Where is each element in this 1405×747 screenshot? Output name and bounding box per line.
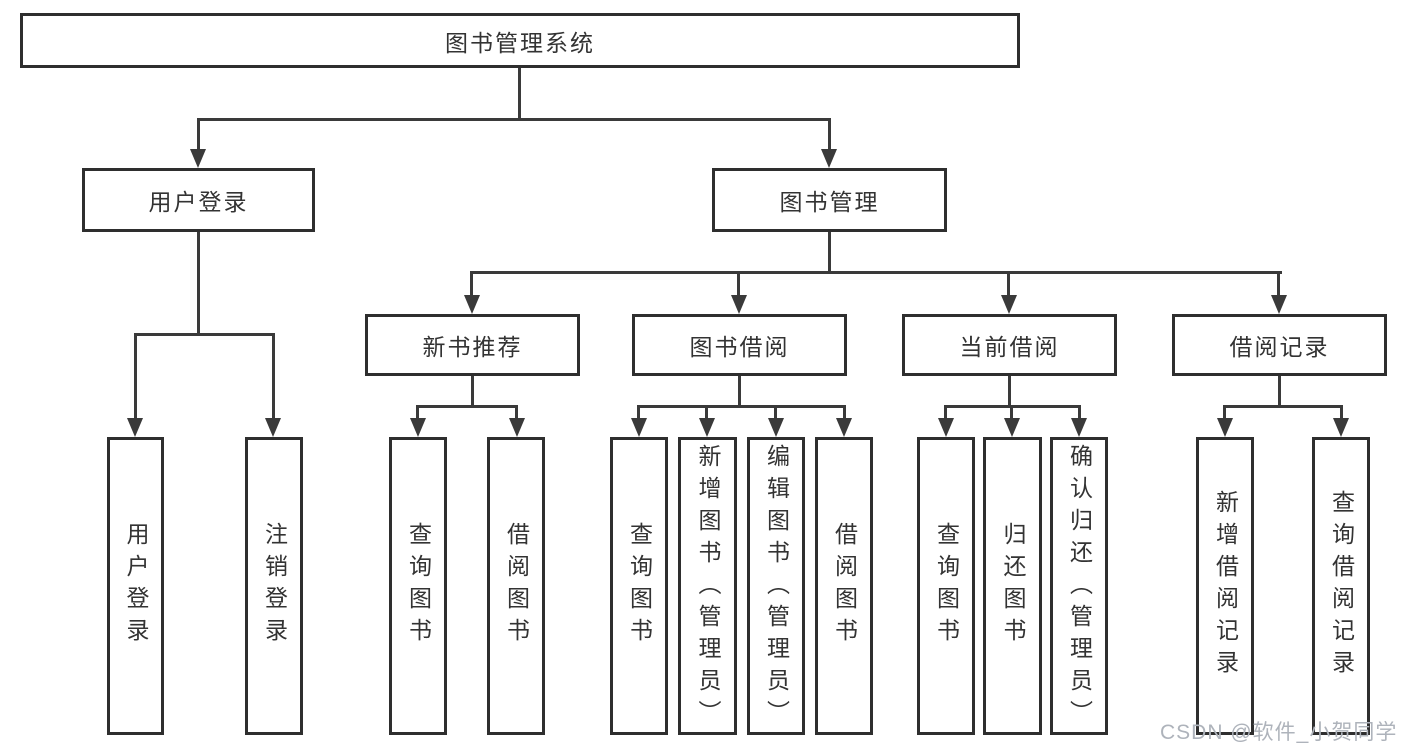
connector: [471, 376, 474, 408]
connector: [1277, 271, 1280, 297]
connector: [828, 118, 831, 152]
connector: [272, 333, 275, 419]
connector: [1078, 405, 1081, 421]
arrow-down: [836, 418, 852, 437]
node-current-borrow: 当前借阅: [902, 314, 1117, 376]
node-library-system: 图书管理系统: [20, 13, 1020, 68]
connector: [197, 232, 200, 336]
connector: [518, 68, 521, 120]
connector: [843, 405, 846, 421]
arrow-down: [768, 418, 784, 437]
node-book-borrow: 图书借阅: [632, 314, 847, 376]
connector: [1223, 405, 1343, 408]
arrow-down: [699, 418, 715, 437]
leaf-confirm-return-admin: 确认归还（管理员）: [1050, 437, 1108, 735]
leaf-logout: 注销登录: [245, 437, 303, 735]
arrow-down: [1071, 418, 1087, 437]
connector: [416, 405, 419, 421]
leaf-user-login: 用户登录: [107, 437, 164, 735]
connector: [774, 405, 777, 421]
arrow-down: [1001, 295, 1017, 314]
leaf-borrow-books-recommend: 借阅图书: [487, 437, 545, 735]
connector: [134, 333, 137, 419]
connector: [1223, 405, 1226, 421]
connector: [1007, 271, 1010, 297]
leaf-edit-book-admin: 编辑图书（管理员）: [747, 437, 805, 735]
leaf-query-books-recommend: 查询图书: [389, 437, 447, 735]
arrow-down: [731, 295, 747, 314]
node-user-login: 用户登录: [82, 168, 315, 232]
arrow-down: [938, 418, 954, 437]
connector: [1278, 376, 1281, 408]
leaf-add-borrow-record: 新增借阅记录: [1196, 437, 1254, 735]
connector: [637, 405, 846, 408]
arrow-down: [821, 149, 837, 168]
connector: [416, 405, 518, 408]
connector: [515, 405, 518, 421]
arrow-down: [1333, 418, 1349, 437]
connector: [1008, 376, 1011, 408]
node-book-management: 图书管理: [712, 168, 947, 232]
connector: [470, 271, 473, 297]
connector: [737, 271, 740, 297]
connector: [1340, 405, 1343, 421]
arrow-down: [631, 418, 647, 437]
connector: [134, 333, 275, 336]
node-borrow-records: 借阅记录: [1172, 314, 1387, 376]
arrow-down: [127, 418, 143, 437]
leaf-return-book: 归还图书: [983, 437, 1042, 735]
connector: [637, 405, 640, 421]
connector: [471, 271, 1282, 274]
arrow-down: [464, 295, 480, 314]
arrow-down: [1217, 418, 1233, 437]
connector: [828, 232, 831, 274]
leaf-borrow-books: 借阅图书: [815, 437, 873, 735]
leaf-query-books-borrow: 查询图书: [610, 437, 668, 735]
leaf-query-books-current: 查询图书: [917, 437, 975, 735]
leaf-query-borrow-record: 查询借阅记录: [1312, 437, 1370, 735]
arrow-down: [509, 418, 525, 437]
arrow-down: [1004, 418, 1020, 437]
connector: [197, 118, 831, 121]
connector: [944, 405, 947, 421]
arrow-down: [1271, 295, 1287, 314]
connector: [1010, 405, 1013, 421]
node-new-book-recommend: 新书推荐: [365, 314, 580, 376]
arrow-down: [265, 418, 281, 437]
connector: [738, 376, 741, 408]
csdn-watermark: CSDN @软件_小贺同学: [1160, 721, 1398, 744]
arrow-down: [190, 149, 206, 168]
leaf-add-book-admin: 新增图书（管理员）: [678, 437, 737, 735]
arrow-down: [410, 418, 426, 437]
connector: [197, 118, 200, 152]
connector: [705, 405, 708, 421]
